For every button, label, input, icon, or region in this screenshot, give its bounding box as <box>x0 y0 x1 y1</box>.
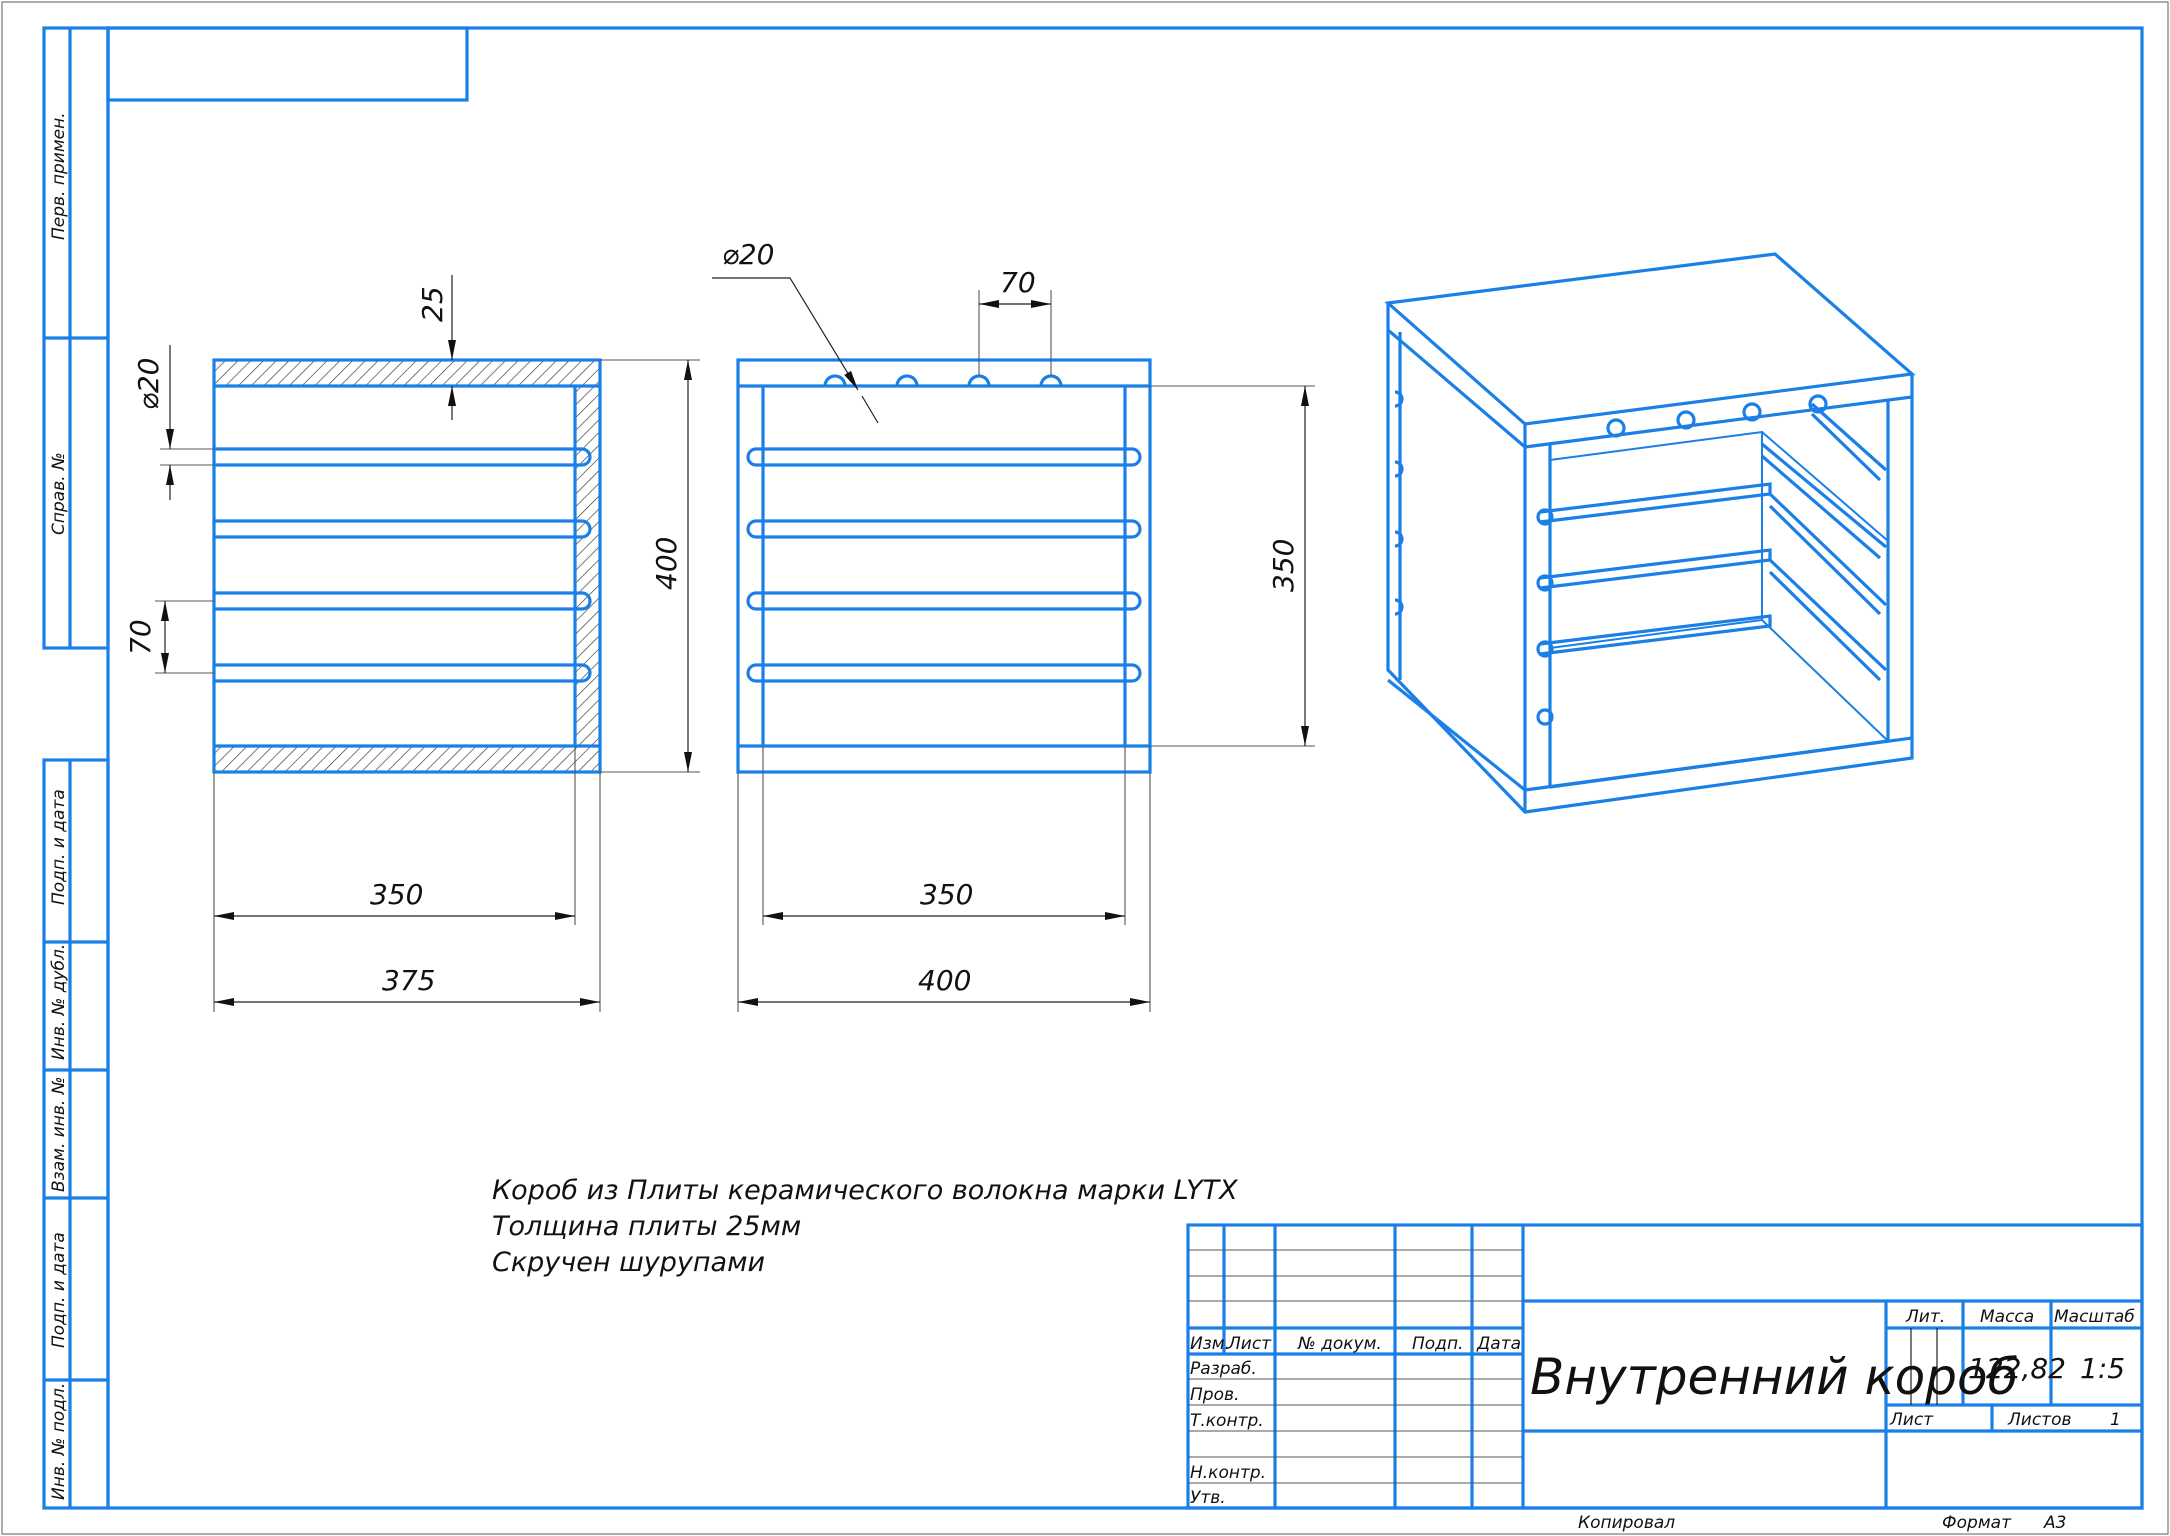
dim-front-rod-diameter: ⌀20 <box>132 358 165 411</box>
role-tech-control: Т.контр. <box>1190 1411 1264 1431</box>
top-left-box <box>106 26 469 102</box>
scale-label: Масштаб <box>2054 1307 2135 1327</box>
dim-front-top-thickness: 25 <box>416 286 449 322</box>
dim-side-inner-width: 350 <box>920 878 973 911</box>
scale-value: 1:5 <box>2080 1352 2125 1385</box>
left-strip: Перв. примен. Справ. № Подп. и дата Инв.… <box>42 26 110 1510</box>
format-value: А3 <box>2043 1513 2066 1533</box>
sidebar-label-podp-data-2: Подп. и дата <box>49 1232 69 1348</box>
lit-label: Лит. <box>1905 1307 1945 1327</box>
header-izm: Изм. <box>1190 1334 1230 1354</box>
note-fastening: Скручен шурупами <box>492 1247 765 1278</box>
dim-front-rod-pitch: 70 <box>124 619 157 655</box>
notes: Короб из Плиты керамического волокна мар… <box>492 1175 1238 1278</box>
role-developer: Разраб. <box>1190 1359 1257 1379</box>
dim-side-hole-pitch: 70 <box>1000 266 1036 299</box>
note-material: Короб из Плиты керамического волокна мар… <box>492 1175 1238 1206</box>
role-checker: Пров. <box>1190 1385 1239 1405</box>
dim-side-inner-height: 350 <box>1267 539 1300 592</box>
note-thickness: Толщина плиты 25мм <box>492 1211 801 1242</box>
role-norm-control: Н.контр. <box>1190 1463 1266 1483</box>
dim-side-hole-diameter: ⌀20 <box>722 238 775 271</box>
side-rods <box>746 447 1142 683</box>
sidebar-label-perv-primen: Перв. примен. <box>49 112 69 240</box>
format-label: Формат <box>1942 1513 2012 1533</box>
copied-label: Копировал <box>1578 1513 1675 1533</box>
header-signature: Подп. <box>1412 1334 1463 1354</box>
header-list: Лист <box>1227 1334 1272 1354</box>
sheet-label: Лист <box>1889 1410 1934 1430</box>
sidebar-label-podp-data: Подп. и дата <box>49 789 69 905</box>
mass-value: 122,82 <box>1968 1352 2066 1385</box>
dim-side-outer-width: 400 <box>918 964 971 997</box>
dim-front-outer-width: 375 <box>382 964 435 997</box>
header-doc-number: № докум. <box>1297 1334 1382 1354</box>
dim-front-height: 400 <box>650 537 683 590</box>
role-approved: Утв. <box>1190 1488 1226 1508</box>
sheets-label: Листов <box>2007 1410 2072 1430</box>
mass-label: Масса <box>1980 1307 2034 1327</box>
sidebar-label-inv-dubl: Инв. № дубл. <box>49 944 69 1060</box>
front-section-view: 400 25 ⌀20 70 350 375 <box>124 275 700 1012</box>
isometric-view <box>1384 252 1916 814</box>
side-view: 70 ⌀20 350 350 400 <box>712 238 1315 1012</box>
sidebar-label-sprav-no: Справ. № <box>49 452 69 535</box>
sidebar-label-inv-podl: Инв. № подл. <box>49 1383 69 1500</box>
front-rods <box>214 447 592 683</box>
title-block: Изм. Лист № докум. Подп. Дата Разраб. Пр… <box>1186 1223 2144 1510</box>
drawing-title: Внутренний короб <box>1530 1348 2018 1406</box>
header-date: Дата <box>1476 1334 1521 1354</box>
sidebar-label-vzam-inv: Взам. инв. № <box>49 1077 69 1192</box>
dim-front-inner-width: 350 <box>370 878 423 911</box>
sheets-count: 1 <box>2110 1410 2121 1430</box>
iso-rods <box>1394 390 1888 726</box>
